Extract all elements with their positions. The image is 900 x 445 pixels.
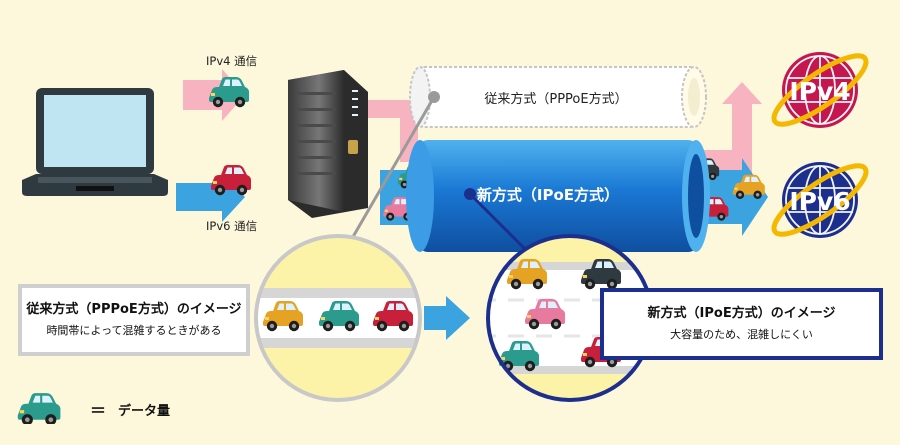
ipoe-pipe-label: 新方式（IPoE方式） xyxy=(477,186,619,204)
pppoe-description-subtitle: 時間帯によって混雑するときがある xyxy=(46,324,222,337)
ipoe-description-subtitle: 大容量のため、混雑しにくい xyxy=(670,328,813,341)
ipv4-badge-label: IPv4 xyxy=(789,77,850,106)
ipoe-pipe: 新方式（IPoE方式） xyxy=(406,140,710,252)
legend-label: データ量 xyxy=(118,404,171,419)
new-pipe-zoom-dot xyxy=(464,188,476,200)
ipv4-traffic-label: IPv4 通信 xyxy=(206,54,257,68)
ipoe-description-title: 新方式（IPoE方式）のイメージ xyxy=(647,306,836,321)
pppoe-pipe: 従来方式（PPPoE方式） xyxy=(409,66,707,128)
pppoe-description-title: 従来方式（PPPoE方式）のイメージ xyxy=(26,302,242,317)
transition-arrow-icon xyxy=(424,296,470,340)
pppoe-description-box: 従来方式（PPPoE方式）のイメージ 時間帯によって混雑するときがある xyxy=(18,284,250,356)
ipv6-traffic-label: IPv6 通信 xyxy=(206,219,257,233)
pppoe-pipe-label: 従来方式（PPPoE方式） xyxy=(484,91,627,107)
ipoe-zoom-circle xyxy=(486,234,654,402)
legend-car-icon xyxy=(17,393,61,424)
legend: ＝ データ量 xyxy=(14,392,214,428)
ipv6-badge-label: IPv6 xyxy=(789,187,850,216)
ipoe-description-box: 新方式（IPoE方式）のイメージ 大容量のため、混雑しにくい xyxy=(600,288,883,360)
ipv4-globe-icon: IPv4 xyxy=(771,52,869,128)
old-pipe-zoom-dot xyxy=(428,91,440,103)
ipv6-globe-icon: IPv6 xyxy=(771,162,869,238)
legend-equals: ＝ xyxy=(90,401,107,420)
router-icon xyxy=(288,70,368,218)
laptop-icon xyxy=(22,88,168,196)
old-pipe-zoom-line xyxy=(348,96,436,243)
pppoe-zoom-circle xyxy=(254,234,422,402)
